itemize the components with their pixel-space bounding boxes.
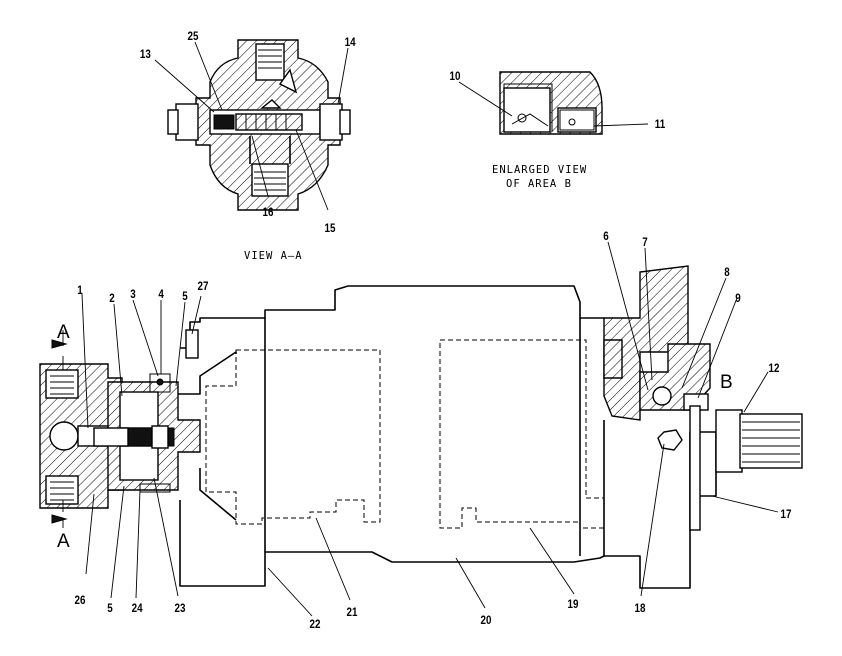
callout-9: 9 bbox=[735, 292, 740, 305]
caption-enlarged-line1: ENLARGED VIEW bbox=[492, 164, 587, 176]
callout-18: 18 bbox=[635, 602, 646, 615]
callout-14: 14 bbox=[345, 36, 357, 49]
callout-19: 19 bbox=[568, 598, 579, 611]
section-mark-b: B bbox=[720, 372, 733, 393]
callout-6: 6 bbox=[603, 230, 608, 243]
callout-20: 20 bbox=[481, 614, 492, 627]
callout-5-bottom: 5 bbox=[107, 602, 112, 615]
section-mark-a-top: A bbox=[57, 322, 70, 343]
callout-1: 1 bbox=[77, 284, 82, 297]
callout-2: 2 bbox=[109, 292, 114, 305]
callout-16: 16 bbox=[263, 206, 274, 219]
section-mark-a-bottom: A bbox=[57, 531, 70, 552]
callout-7: 7 bbox=[642, 236, 647, 249]
callout-22: 22 bbox=[310, 618, 321, 631]
callout-12: 12 bbox=[769, 362, 780, 375]
callout-26: 26 bbox=[75, 594, 86, 607]
callout-17: 17 bbox=[781, 508, 792, 521]
main-assembly bbox=[39, 265, 803, 589]
callout-24: 24 bbox=[132, 602, 144, 615]
callout-5-top: 5 bbox=[182, 290, 187, 303]
callout-numbers: 13 25 14 16 15 10 11 1 2 3 4 5 27 6 7 8 … bbox=[75, 30, 792, 631]
callout-8: 8 bbox=[724, 266, 729, 279]
callout-27: 27 bbox=[198, 280, 209, 293]
leader-lines bbox=[81, 41, 779, 617]
callout-13: 13 bbox=[140, 48, 151, 61]
caption-enlarged-line2: OF AREA B bbox=[506, 178, 572, 190]
section-marks: A A B bbox=[57, 322, 733, 552]
callout-11: 11 bbox=[655, 118, 665, 131]
view-aa-section bbox=[167, 39, 351, 211]
callout-25: 25 bbox=[188, 30, 199, 43]
callout-15: 15 bbox=[325, 222, 336, 235]
enlarged-view-area-b bbox=[499, 71, 603, 135]
callout-10: 10 bbox=[450, 70, 461, 83]
callout-4: 4 bbox=[158, 288, 164, 301]
callout-3: 3 bbox=[130, 288, 135, 301]
callout-23: 23 bbox=[175, 602, 186, 615]
caption-view-aa: VIEW A—A bbox=[244, 250, 303, 262]
captions: VIEW A—A ENLARGED VIEW OF AREA B bbox=[244, 164, 587, 262]
callout-21: 21 bbox=[347, 606, 358, 619]
